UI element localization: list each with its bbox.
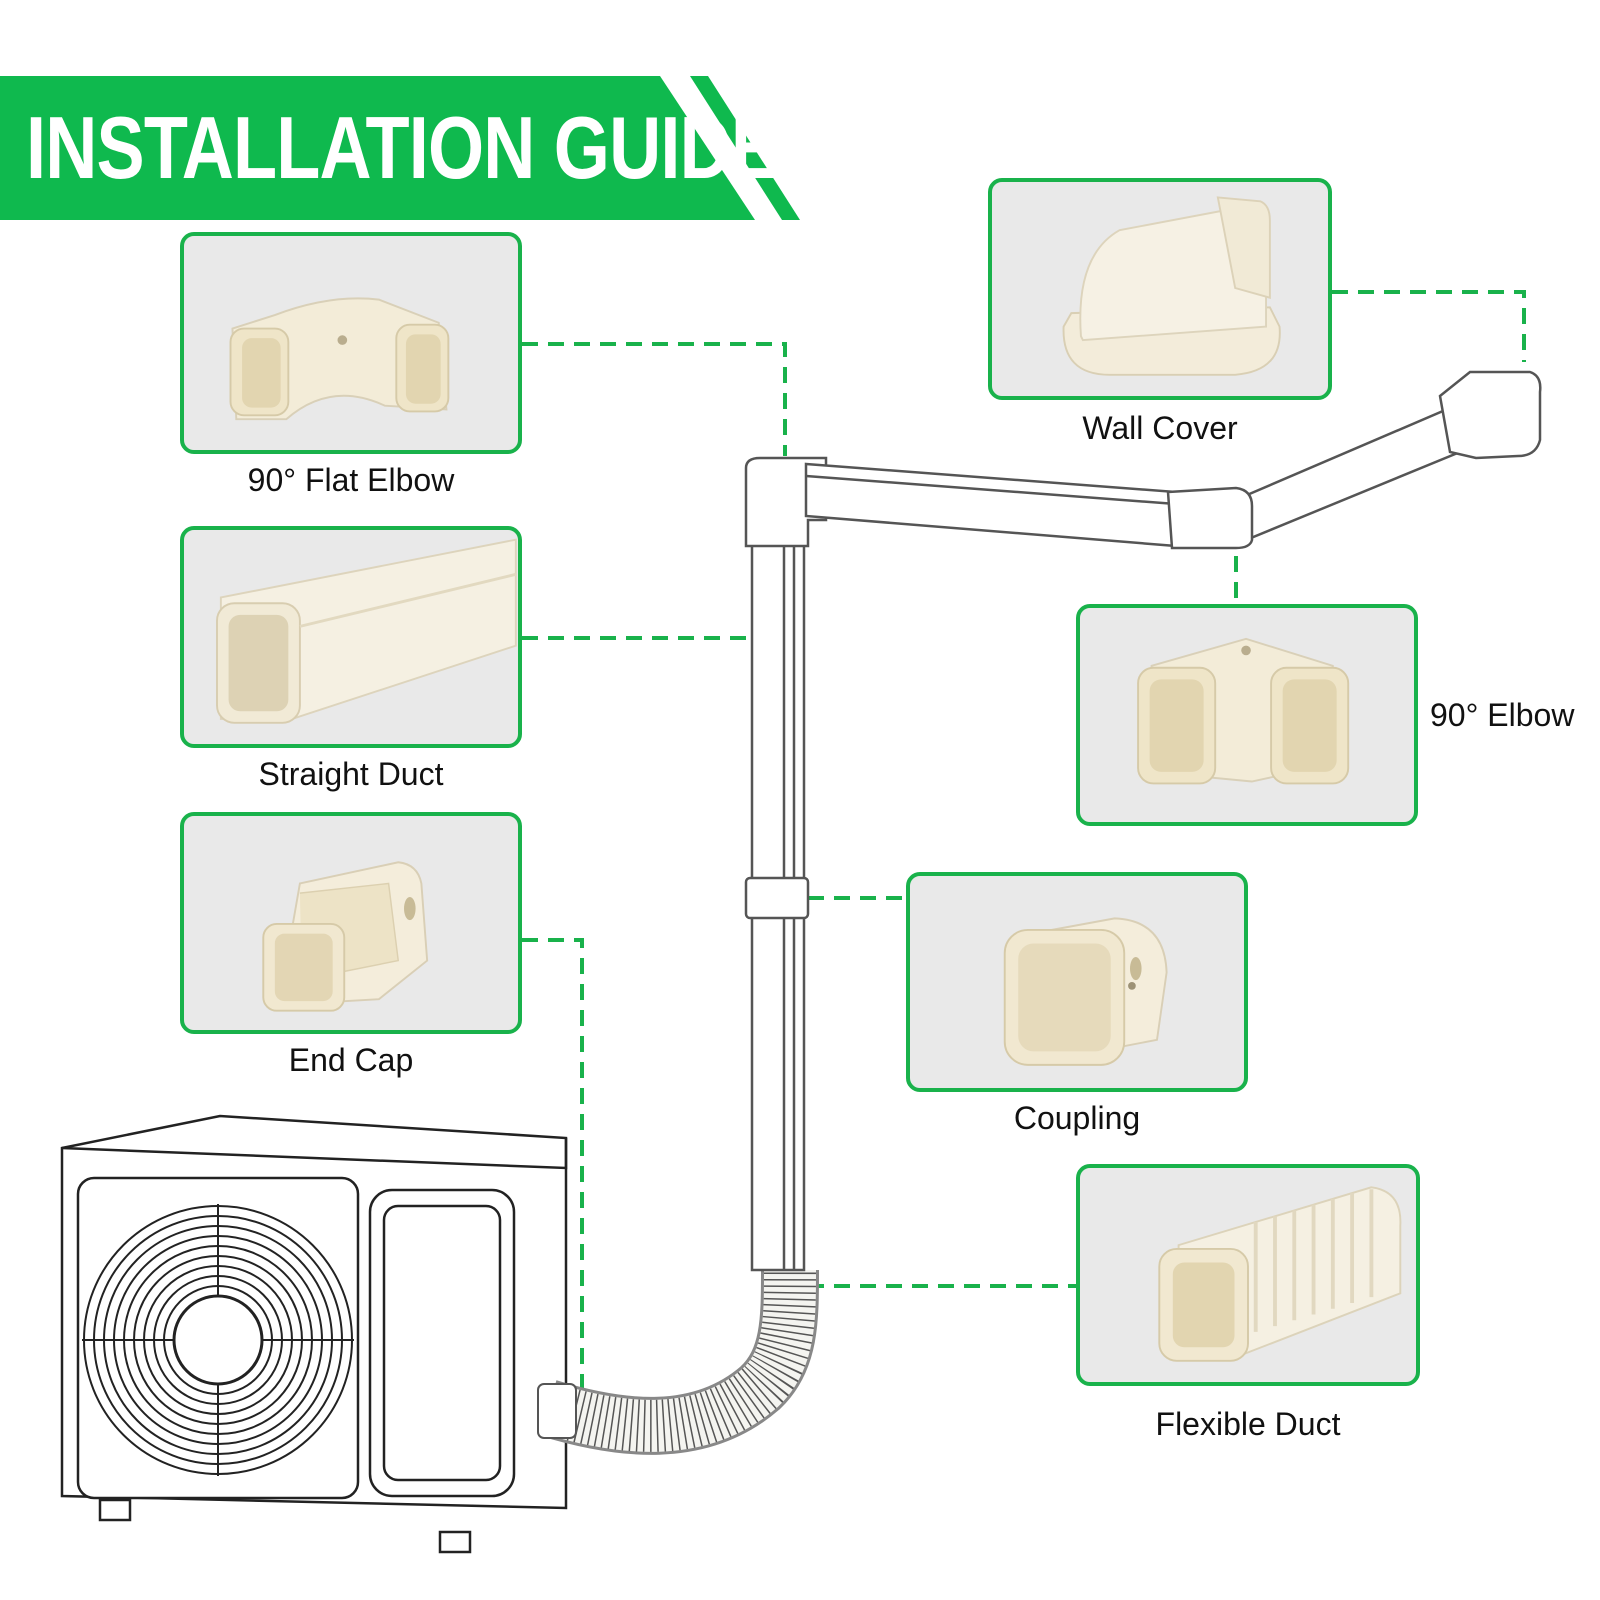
part-card-elbow [1076,604,1418,826]
part-card-flexible-duct [1076,1164,1420,1386]
part-card-end-cap [180,812,522,1034]
horizontal-duct [804,370,1542,550]
part-card-coupling [906,872,1248,1092]
part-card-wall-cover [988,178,1332,400]
flexible-duct-image [1158,1186,1402,1362]
part-label-straight-duct: Straight Duct [258,756,444,792]
part-label-elbow: 90° Elbow [1430,697,1575,733]
part-card-flat-elbow [180,232,522,454]
part-card-straight-duct [180,526,522,748]
hose [537,1269,819,1455]
wall-cover-image [1062,196,1281,376]
leader-end-cap [522,938,584,1400]
vertical-duct [744,538,810,1272]
page-title: INSTALLATION GUIDE [26,98,779,197]
part-label-coupling: Coupling [1013,1100,1141,1136]
part-label-wall-cover: Wall Cover [1082,410,1238,446]
leader-flat-elbow [522,342,787,456]
flat-elbow-image [229,297,450,421]
end-cap-image [262,861,429,1012]
outdoor-unit [60,1114,568,1554]
straight-duct-image [216,538,517,724]
title-banner [0,76,755,220]
leader-wall-cover [1332,290,1526,362]
elbow-image [1137,637,1350,785]
part-label-flat-elbow: 90° Flat Elbow [247,462,455,498]
part-label-end-cap: End Cap [288,1042,414,1078]
part-label-flexible-duct: Flexible Duct [1155,1406,1341,1442]
leader-lines [522,290,1526,1400]
coupling-image [1003,917,1168,1066]
